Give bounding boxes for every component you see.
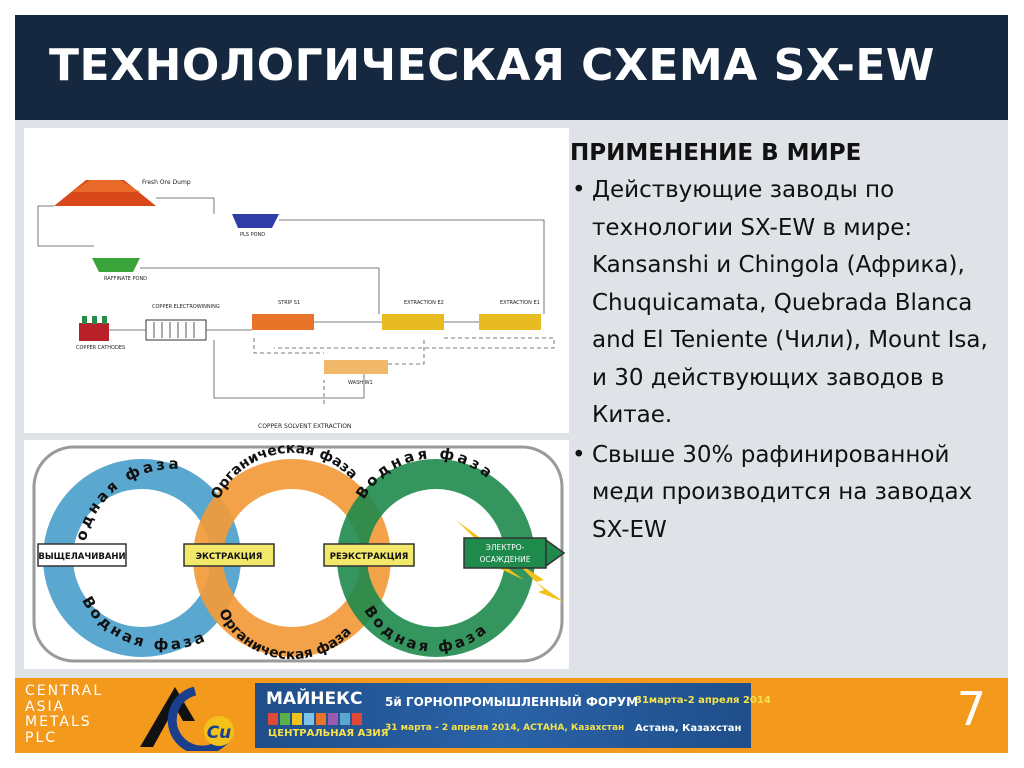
wash-label: WASH W1 (348, 380, 373, 386)
wash-tank (324, 360, 388, 374)
phase-diagram-svg: Водная фаза Органическая фаза Водная фаз… (32, 441, 566, 663)
forum-icon (316, 713, 326, 725)
extraction-e1-label: EXTRACTION E1 (500, 300, 540, 306)
forum-name: МАЙНЕКС (266, 689, 363, 709)
forum-city: Астана, Казахстан (635, 723, 742, 734)
forum-dates: 31марта-2 апреля 2014 (635, 695, 771, 706)
bullet-text: Свыше 30% рафинированной меди производит… (592, 441, 973, 543)
stage-extraction (183, 543, 275, 567)
stage-leaching (37, 543, 127, 567)
forum-icon (268, 713, 278, 725)
brand-block: CENTRAL ASIA METALS PLC Cu (15, 678, 255, 753)
ore-dump-top (72, 180, 140, 192)
flow-diagram-caption: COPPER SOLVENT EXTRACTION (258, 423, 351, 430)
pls-pond (232, 214, 279, 228)
copper-sx-flow-diagram: Fresh Ore Dump PLS POND RAFFINATE POND C… (24, 128, 569, 433)
application-text: ПРИМЕНЕНИЕ В МИРЕ •Действующие заводы по… (570, 140, 990, 551)
stage-leaching-label: ВЫЩЕЛАЧИВАНИ (38, 552, 125, 562)
bullet-text: Действующие заводы по технологии SX-EW в… (592, 177, 988, 428)
forum-icon (328, 713, 338, 725)
company-logo: Cu (140, 686, 234, 751)
page-number: 7 (956, 682, 986, 736)
strip-tank (252, 314, 314, 330)
extraction-e2-tank (382, 314, 444, 330)
bullet-dot: • (572, 441, 586, 468)
cathodes-label: COPPER CATHODES (76, 345, 125, 351)
company-name-line: PLC (25, 729, 58, 746)
ore-dump-label: Fresh Ore Dump (142, 179, 191, 186)
company-name-line: CENTRAL (25, 683, 104, 699)
company-name-line: ASIA (25, 698, 66, 715)
raffinate-pond (92, 258, 140, 272)
cathode-plate-icon (92, 316, 97, 324)
strip-label: STRIP S1 (278, 300, 300, 306)
forum-banner: МАЙНЕКС ЦЕНТРАЛЬНАЯ АЗИЯ 5й ГОРНОПРОМЫШЛ… (255, 683, 771, 748)
lightning-icon (514, 560, 564, 602)
bullet-dot: • (572, 177, 586, 203)
slide-title: ТЕХНОЛОГИЧЕСКАЯ СХЕМА SX-EW (49, 40, 935, 91)
forum-icon (304, 713, 314, 725)
company-name: CENTRAL ASIA METALS PLC (25, 683, 104, 746)
stage-electrowinning (463, 537, 547, 569)
raffinate-pond-label: RAFFINATE POND (104, 276, 147, 282)
electrowinning-cell (145, 319, 207, 341)
cathode-plate-icon (82, 316, 87, 324)
stage-extraction-label: ЭКСТРАКЦИЯ (196, 552, 263, 562)
stage-reextraction-label: РЕЭКСТРАКЦИЯ (330, 552, 409, 562)
bullet-item: •Свыше 30% рафинированной меди производи… (570, 437, 990, 550)
arc-label: Водная фаза (70, 455, 182, 557)
forum-title: 5й ГОРНОПРОМЫШЛЕННЫЙ ФОРУМ (385, 695, 639, 709)
stage-electrowinning-label-1: ЭЛЕКТРО- (486, 543, 525, 552)
application-heading: ПРИМЕНЕНИЕ В МИРЕ (570, 140, 862, 166)
forum-subtitle: 31 марта - 2 апреля 2014, АСТАНА, Казахс… (385, 723, 625, 733)
phase-cycle-diagram: Водная фаза Органическая фаза Водная фаз… (24, 440, 569, 669)
forum-icon (352, 713, 362, 725)
organic-piping (253, 337, 555, 404)
electrowinning-plates (153, 322, 195, 338)
cathode-plate-icon (102, 316, 107, 324)
slide-header: ТЕХНОЛОГИЧЕСКАЯ СХЕМА SX-EW (15, 15, 1008, 120)
forum-icon (292, 713, 302, 725)
cathodes-icon (79, 323, 109, 341)
extraction-e2-label: EXTRACTION E2 (404, 300, 444, 306)
slide-footer: CENTRAL ASIA METALS PLC Cu МАЙНЕКС ЦЕНТР… (15, 678, 1008, 753)
bullet-item: •Действующие заводы по технологии SX-EW … (570, 172, 990, 435)
lightning-icon (456, 520, 524, 580)
company-name-line: METALS (25, 714, 92, 730)
content-area: Fresh Ore Dump PLS POND RAFFINATE POND C… (15, 120, 1008, 678)
process-piping (37, 197, 545, 399)
logo-cu-text: Cu (207, 723, 232, 743)
pls-pond-label: PLS POND (240, 232, 265, 238)
application-bullets: •Действующие заводы по технологии SX-EW … (570, 172, 990, 549)
forum-region: ЦЕНТРАЛЬНАЯ АЗИЯ (268, 728, 389, 739)
arrow-right-icon (545, 538, 566, 568)
forum-icons (268, 713, 362, 725)
flow-diagram-svg: Fresh Ore Dump PLS POND RAFFINATE POND C… (37, 179, 555, 430)
forum-icon (340, 713, 350, 725)
extraction-e1-tank (479, 314, 541, 330)
forum-icon (280, 713, 290, 725)
electrowinning-label: COPPER ELECTROWINNING (152, 304, 220, 310)
stage-electrowinning-label-2: ОСАЖДЕНИЕ (480, 555, 531, 564)
stage-reextraction (323, 543, 415, 567)
